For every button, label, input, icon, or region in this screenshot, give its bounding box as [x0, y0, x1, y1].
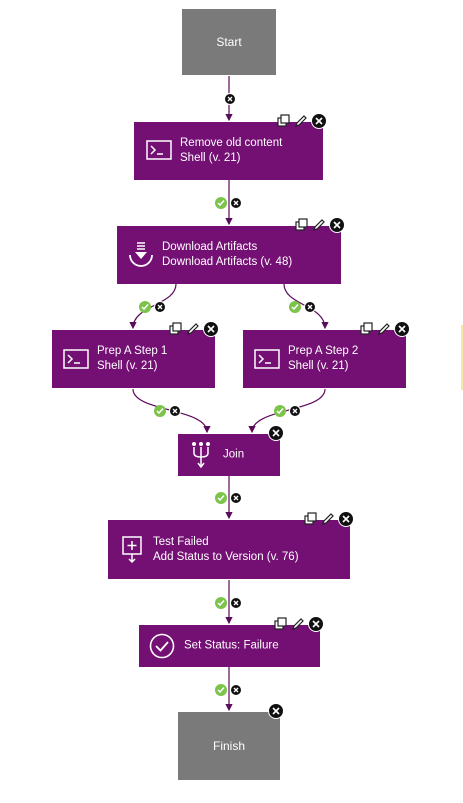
- connector-remove: [215, 197, 242, 209]
- connector-download-left: [139, 301, 166, 313]
- terminal-icon: [146, 140, 172, 165]
- add-status-icon: [122, 536, 142, 569]
- copy-icon[interactable]: [360, 322, 374, 336]
- remove-link-icon[interactable]: [230, 492, 242, 504]
- step-subtitle: Shell (v. 21): [97, 360, 158, 372]
- finish-label: Finish: [212, 738, 245, 753]
- edit-icon[interactable]: [294, 114, 308, 128]
- step-subtitle: Shell (v. 21): [180, 152, 241, 164]
- edge-highlight: [461, 325, 463, 390]
- join-icon: [190, 441, 212, 474]
- remove-link-icon[interactable]: [230, 684, 242, 696]
- success-check-icon[interactable]: [154, 405, 166, 417]
- remove-link-icon[interactable]: [230, 597, 242, 609]
- success-check-icon[interactable]: [289, 301, 301, 313]
- delete-icon[interactable]: [268, 425, 284, 441]
- terminal-icon: [254, 349, 280, 374]
- connector-download-right: [289, 301, 316, 313]
- connector-set-status: [215, 684, 242, 696]
- start-node[interactable]: Start: [182, 9, 276, 75]
- step-title: Prep A Step 1: [97, 345, 168, 357]
- copy-icon[interactable]: [277, 114, 291, 128]
- step-title: Join: [223, 448, 245, 461]
- check-circle-icon: [149, 633, 175, 664]
- success-check-icon[interactable]: [215, 197, 227, 209]
- remove-link-icon[interactable]: [304, 301, 316, 313]
- step-title: Remove old content: [180, 137, 283, 149]
- remove-link-icon[interactable]: [224, 93, 236, 105]
- success-check-icon[interactable]: [215, 597, 227, 609]
- remove-link-icon[interactable]: [169, 405, 181, 417]
- delete-icon[interactable]: [329, 217, 345, 233]
- delete-icon[interactable]: [308, 616, 324, 632]
- copy-icon[interactable]: [304, 512, 318, 526]
- edit-icon[interactable]: [321, 512, 335, 526]
- delete-icon[interactable]: [268, 703, 284, 719]
- delete-icon[interactable]: [203, 321, 219, 337]
- copy-icon[interactable]: [274, 617, 288, 631]
- step-test-failed[interactable]: Test Failed Add Status to Version (v. 76…: [108, 511, 354, 579]
- success-check-icon[interactable]: [215, 684, 227, 696]
- step-subtitle: Shell (v. 21): [288, 360, 349, 372]
- step-title: Download Artifacts: [162, 241, 258, 253]
- remove-link-icon[interactable]: [289, 405, 301, 417]
- step-join[interactable]: Join: [178, 425, 284, 476]
- success-check-icon[interactable]: [215, 492, 227, 504]
- connector-start: [224, 93, 236, 105]
- step-title: Prep A Step 2: [288, 345, 359, 357]
- edit-icon[interactable]: [291, 617, 305, 631]
- step-title: Set Status: Failure: [184, 639, 279, 652]
- step-subtitle: Download Artifacts (v. 48): [162, 256, 293, 268]
- edit-icon[interactable]: [377, 322, 391, 336]
- connector-join: [215, 492, 242, 504]
- edge-prep2-join: [248, 388, 326, 434]
- step-prep-a-step-1[interactable]: Prep A Step 1 Shell (v. 21): [52, 321, 219, 388]
- remove-link-icon[interactable]: [230, 197, 242, 209]
- copy-icon[interactable]: [169, 322, 183, 336]
- delete-icon[interactable]: [311, 113, 327, 129]
- download-icon: [127, 240, 155, 273]
- start-label: Start: [216, 34, 242, 49]
- connector-prep1: [154, 405, 181, 417]
- step-prep-a-step-2[interactable]: Prep A Step 2 Shell (v. 21): [243, 321, 410, 388]
- finish-node[interactable]: Finish: [178, 703, 284, 780]
- step-title: Test Failed: [153, 535, 209, 548]
- step-remove-old-content[interactable]: Remove old content Shell (v. 21): [134, 113, 327, 180]
- step-set-status-failure[interactable]: Set Status: Failure: [139, 616, 324, 667]
- edit-icon[interactable]: [312, 218, 326, 232]
- delete-icon[interactable]: [338, 511, 354, 527]
- edit-icon[interactable]: [186, 322, 200, 336]
- remove-link-icon[interactable]: [154, 301, 166, 313]
- success-check-icon[interactable]: [139, 301, 151, 313]
- copy-icon[interactable]: [295, 218, 309, 232]
- step-download-artifacts[interactable]: Download Artifacts Download Artifacts (v…: [117, 217, 345, 284]
- step-subtitle: Add Status to Version (v. 76): [153, 550, 299, 563]
- delete-icon[interactable]: [394, 321, 410, 337]
- connector-prep2: [274, 405, 301, 417]
- success-check-icon[interactable]: [274, 405, 286, 417]
- connector-test-failed: [215, 597, 242, 609]
- terminal-icon: [63, 349, 89, 374]
